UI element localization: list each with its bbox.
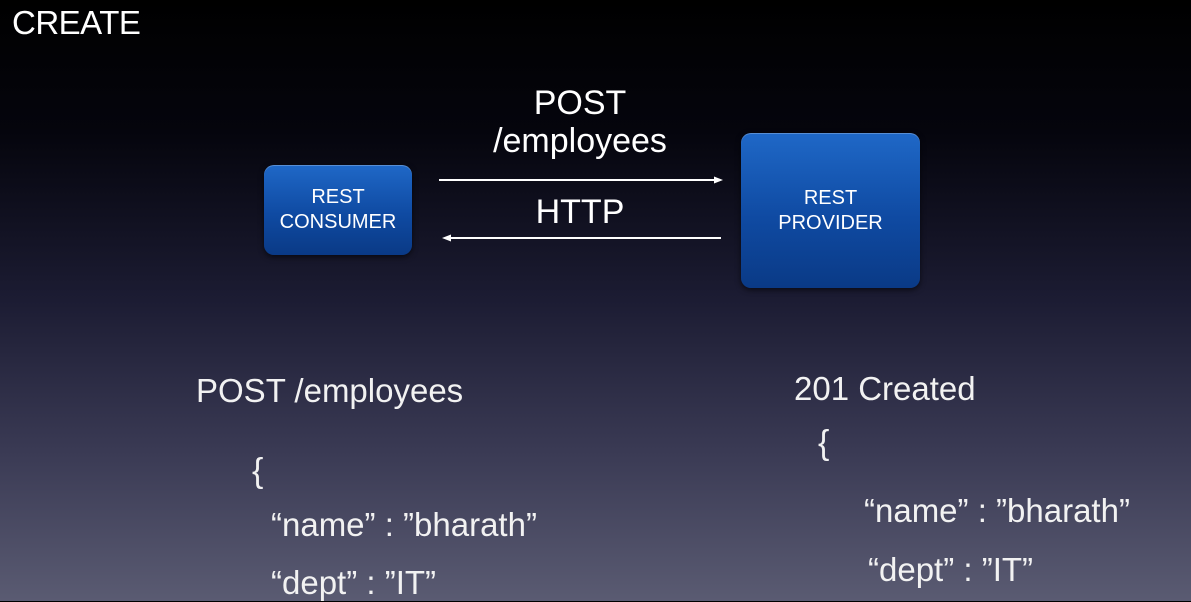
request-dept-line: “dept” : ”IT” bbox=[271, 564, 437, 601]
slide-title: CREATE bbox=[12, 4, 141, 41]
response-open-brace: { bbox=[818, 424, 830, 462]
request-path-label: /employees bbox=[493, 122, 667, 160]
provider-label-line-2: PROVIDER bbox=[778, 211, 883, 234]
consumer-label-line-2: CONSUMER bbox=[279, 211, 397, 233]
request-heading: POST /employees bbox=[196, 372, 464, 409]
response-heading: 201 Created bbox=[794, 370, 976, 407]
consumer-label-line-1: REST bbox=[311, 186, 365, 208]
response-name-line: “name” : ”bharath” bbox=[864, 492, 1130, 529]
request-open-brace: { bbox=[252, 452, 264, 490]
rest-provider-box: REST PROVIDER bbox=[741, 133, 920, 288]
request-name-line: “name” : ”bharath” bbox=[271, 506, 537, 543]
request-arrow bbox=[439, 176, 723, 184]
request-method-label: POST bbox=[533, 84, 627, 122]
protocol-label: HTTP bbox=[535, 193, 625, 231]
provider-label-line-1: REST bbox=[803, 186, 858, 209]
response-dept-line: “dept” : ”IT” bbox=[868, 551, 1034, 588]
response-arrow bbox=[442, 234, 721, 242]
rest-consumer-box: REST CONSUMER bbox=[264, 165, 412, 255]
